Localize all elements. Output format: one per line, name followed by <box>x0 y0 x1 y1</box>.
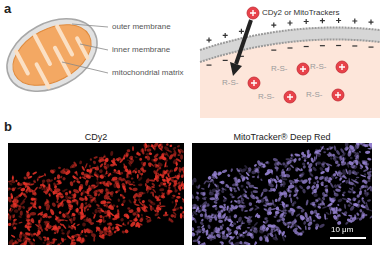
dye-molecule <box>247 7 259 19</box>
dye-molecule <box>284 91 296 103</box>
dye-molecule <box>248 77 260 89</box>
dye-molecule <box>332 89 344 101</box>
plus-sign <box>304 19 309 24</box>
scale-bar <box>330 237 366 239</box>
dye-markers <box>247 7 348 103</box>
minus-sign <box>223 60 228 61</box>
arrow-head <box>230 62 242 76</box>
minus-sign <box>336 45 341 46</box>
minus-sign <box>304 46 309 47</box>
plus-sign <box>320 18 325 23</box>
part-label: R-S- <box>271 64 287 74</box>
mitochondrion <box>0 4 109 106</box>
leader-line <box>80 44 108 50</box>
plus-sign <box>339 64 345 70</box>
part-label: R-S- <box>306 90 322 100</box>
plus-sign <box>250 10 256 16</box>
minus-sign <box>352 45 357 46</box>
uptake-arrow <box>236 20 251 64</box>
part-label: mitochondrial matrix <box>112 68 184 78</box>
plus-sign <box>336 18 341 23</box>
plus-sign <box>223 33 228 38</box>
scale-label: 10 μm <box>331 225 353 235</box>
plus-sign <box>207 38 212 43</box>
part-label: inner membrane <box>112 45 170 55</box>
panel-letter: b <box>4 120 12 134</box>
inner-membrane <box>200 28 380 63</box>
fluorescence-image <box>8 143 184 245</box>
membrane-charges <box>207 18 374 65</box>
plus-sign <box>300 66 306 72</box>
part-label: outer membrane <box>112 22 171 32</box>
plus-sign <box>251 80 257 86</box>
minus-sign <box>320 45 325 46</box>
dye-molecule <box>336 61 348 73</box>
micrograph-panel: CDy2 <box>8 131 184 245</box>
minus-sign <box>207 64 212 65</box>
part-label: R-S- <box>258 92 274 102</box>
part-label: R-S- <box>310 62 326 72</box>
part-label: CDy2 or MitoTrackers <box>262 8 340 18</box>
part-label: R-S- <box>222 78 238 88</box>
minus-sign <box>288 47 293 48</box>
image-heading: MitoTracker® Deep Red <box>192 131 372 143</box>
panel-letter: a <box>4 2 11 16</box>
minus-sign <box>271 50 276 51</box>
leader-line <box>72 24 108 27</box>
plus-sign <box>271 23 276 28</box>
leader-line <box>62 62 108 73</box>
plus-sign <box>239 29 244 34</box>
plus-sign <box>288 21 293 26</box>
plus-sign <box>352 18 357 23</box>
plus-sign <box>369 20 374 25</box>
image-heading: CDy2 <box>8 131 184 143</box>
minus-sign <box>369 46 374 47</box>
dye-molecule <box>297 63 309 75</box>
plus-sign <box>287 94 293 100</box>
plus-sign <box>335 92 341 98</box>
